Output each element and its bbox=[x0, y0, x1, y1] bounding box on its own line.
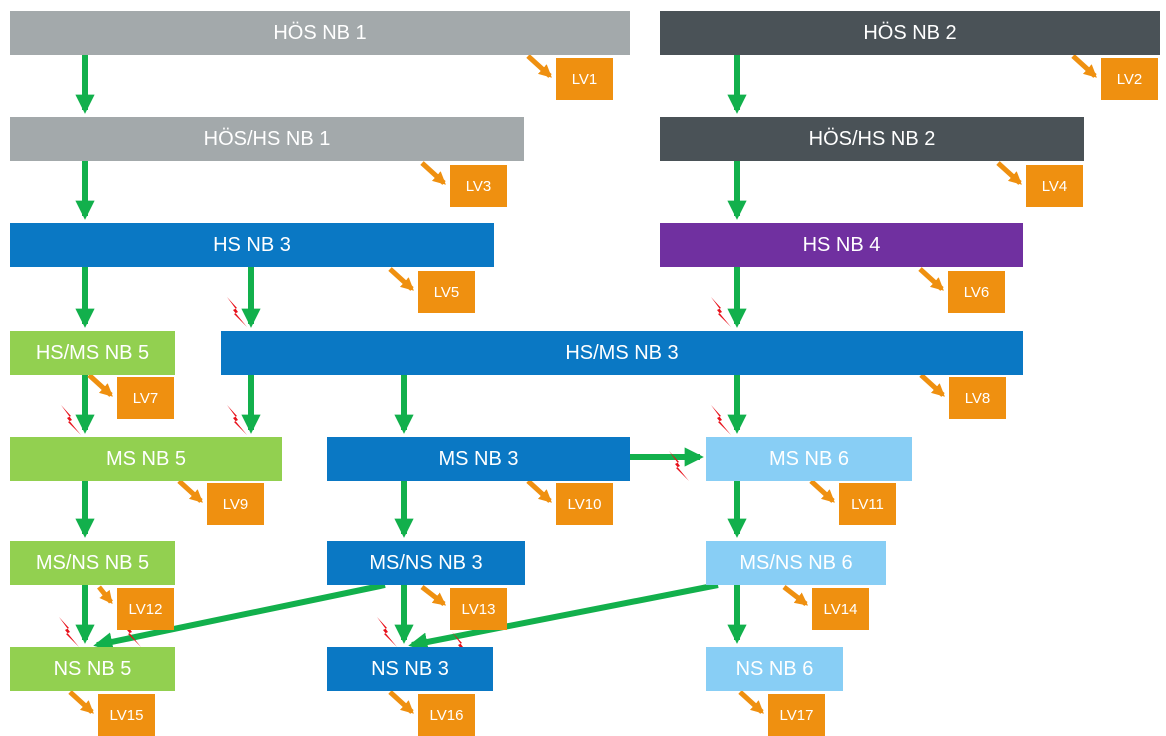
node-ms-nb6: MS NB 6 bbox=[706, 437, 912, 481]
lv-arrow-lv3 bbox=[420, 161, 446, 185]
node-hs-nb3: HS NB 3 bbox=[10, 223, 494, 267]
node-hs-ms-nb5: HS/MS NB 5 bbox=[10, 331, 175, 375]
fault-bolt-hsms3-right bbox=[711, 297, 731, 327]
lv-box-lv9: LV9 bbox=[207, 483, 264, 525]
lv-arrow-lv15 bbox=[68, 690, 94, 714]
fault-bolt-ms3-ms6 bbox=[669, 451, 689, 481]
node-ms-ns-nb3: MS/NS NB 3 bbox=[327, 541, 525, 585]
lv-box-lv14: LV14 bbox=[812, 588, 869, 630]
lv-arrow-lv14 bbox=[782, 585, 809, 606]
lv-box-lv13: LV13 bbox=[450, 588, 507, 630]
lv-box-lv17: LV17 bbox=[768, 694, 825, 736]
node-ms-ns-nb6: MS/NS NB 6 bbox=[706, 541, 886, 585]
node-hoes-hs-nb2: HÖS/HS NB 2 bbox=[660, 117, 1084, 161]
node-hoes-nb1: HÖS NB 1 bbox=[10, 11, 630, 55]
lv-arrow-lv4 bbox=[996, 161, 1022, 185]
node-hs-ms-nb3: HS/MS NB 3 bbox=[221, 331, 1023, 375]
lv-arrow-lv2 bbox=[1071, 54, 1097, 78]
lv-arrow-lv11 bbox=[809, 479, 835, 503]
node-hoes-nb2: HÖS NB 2 bbox=[660, 11, 1160, 55]
lv-arrow-lv10 bbox=[526, 479, 552, 503]
lv-box-lv15: LV15 bbox=[98, 694, 155, 736]
node-ns-nb3: NS NB 3 bbox=[327, 647, 493, 691]
lv-box-lv5: LV5 bbox=[418, 271, 475, 313]
node-hoes-hs-nb1: HÖS/HS NB 1 bbox=[10, 117, 524, 161]
fault-bolt-ns5-left bbox=[59, 617, 79, 647]
arrow-msns6-to-ns3 bbox=[408, 582, 719, 652]
lv-box-lv1: LV1 bbox=[556, 58, 613, 100]
lv-arrow-lv7 bbox=[87, 373, 113, 397]
node-ns-nb5: NS NB 5 bbox=[10, 647, 175, 691]
lv-arrow-lv13 bbox=[420, 585, 447, 606]
lv-box-lv2: LV2 bbox=[1101, 58, 1158, 100]
lv-arrow-lv1 bbox=[526, 54, 552, 78]
lv-arrow-lv12 bbox=[97, 585, 113, 605]
lv-arrow-lv5 bbox=[388, 267, 414, 291]
lv-box-lv3: LV3 bbox=[450, 165, 507, 207]
fault-bolt-hsms3-left bbox=[227, 297, 247, 327]
arrow-msns3-to-ns5 bbox=[93, 582, 386, 652]
node-ms-ns-nb5: MS/NS NB 5 bbox=[10, 541, 175, 585]
fault-bolt-ms5-left bbox=[61, 405, 81, 435]
fault-bolt-ns3-left bbox=[377, 617, 397, 647]
lv-arrow-lv17 bbox=[738, 690, 764, 714]
lv-box-lv11: LV11 bbox=[839, 483, 896, 525]
lv-box-lv12: LV12 bbox=[117, 588, 174, 630]
lv-box-lv16: LV16 bbox=[418, 694, 475, 736]
node-ms-nb3: MS NB 3 bbox=[327, 437, 630, 481]
lv-box-lv7: LV7 bbox=[117, 377, 174, 419]
fault-bolt-ms6-top bbox=[711, 405, 731, 435]
fault-bolt-ns5-right bbox=[121, 617, 141, 647]
lv-arrow-lv8 bbox=[919, 373, 945, 397]
lv-arrow-lv6 bbox=[918, 267, 944, 291]
lv-box-lv10: LV10 bbox=[556, 483, 613, 525]
lv-arrow-lv9 bbox=[177, 479, 203, 503]
lv-box-lv8: LV8 bbox=[949, 377, 1006, 419]
node-ns-nb6: NS NB 6 bbox=[706, 647, 843, 691]
lv-box-lv4: LV4 bbox=[1026, 165, 1083, 207]
lv-arrow-lv16 bbox=[388, 690, 414, 714]
fault-bolt-ms5-right bbox=[227, 405, 247, 435]
lv-box-lv6: LV6 bbox=[948, 271, 1005, 313]
node-ms-nb5: MS NB 5 bbox=[10, 437, 282, 481]
node-hs-nb4: HS NB 4 bbox=[660, 223, 1023, 267]
